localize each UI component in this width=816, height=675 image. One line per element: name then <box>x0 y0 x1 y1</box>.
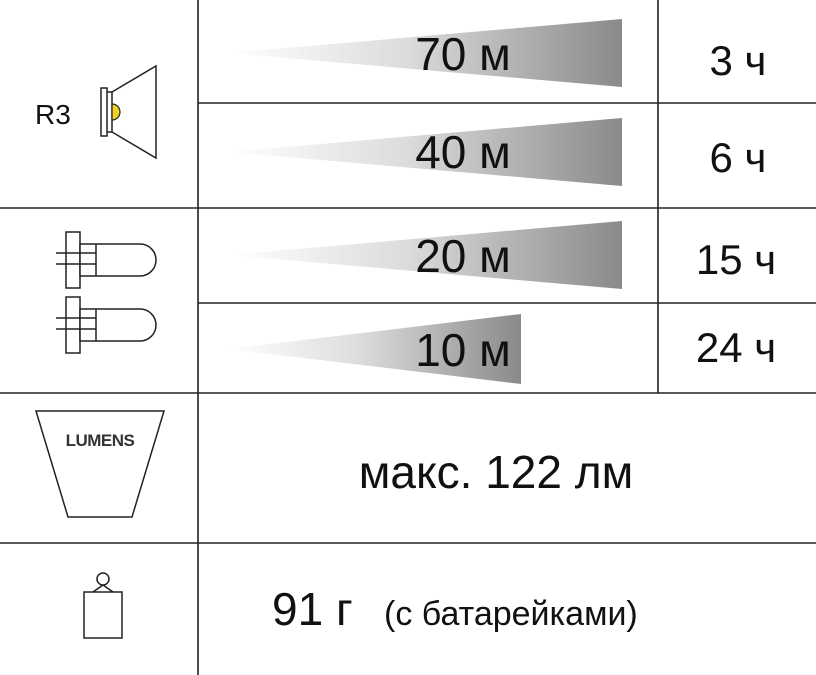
beam-cone <box>228 221 622 289</box>
beam-cone <box>228 118 622 186</box>
led-reflector-icon: R3 <box>35 64 157 160</box>
max-output-value: макс. 122 лм <box>359 446 633 498</box>
lumens-icon-label: LUMENS <box>66 431 135 450</box>
weight-value: 91 г <box>272 583 353 635</box>
range-label: 10 м <box>415 324 511 376</box>
runtime-label: 6 ч <box>710 134 767 181</box>
beam-cone <box>228 19 622 87</box>
runtime-label: 15 ч <box>696 236 776 283</box>
range-label: 70 м <box>415 28 511 80</box>
led-icon <box>111 103 121 121</box>
weight-note: (с батарейками) <box>384 595 638 633</box>
weight-icon <box>83 572 123 639</box>
bulb-icon <box>56 231 157 289</box>
range-label: 40 м <box>415 126 511 178</box>
double-led-bulb-icon <box>56 231 157 354</box>
range-label: 20 м <box>415 230 511 282</box>
beam-layer <box>228 19 622 384</box>
bulb-icon <box>56 296 157 354</box>
beam-cone <box>228 314 521 384</box>
led-type-label: R3 <box>35 99 71 130</box>
runtime-label: 3 ч <box>710 37 767 84</box>
runtime-label: 24 ч <box>696 324 776 371</box>
lumens-icon: LUMENS <box>34 410 166 518</box>
